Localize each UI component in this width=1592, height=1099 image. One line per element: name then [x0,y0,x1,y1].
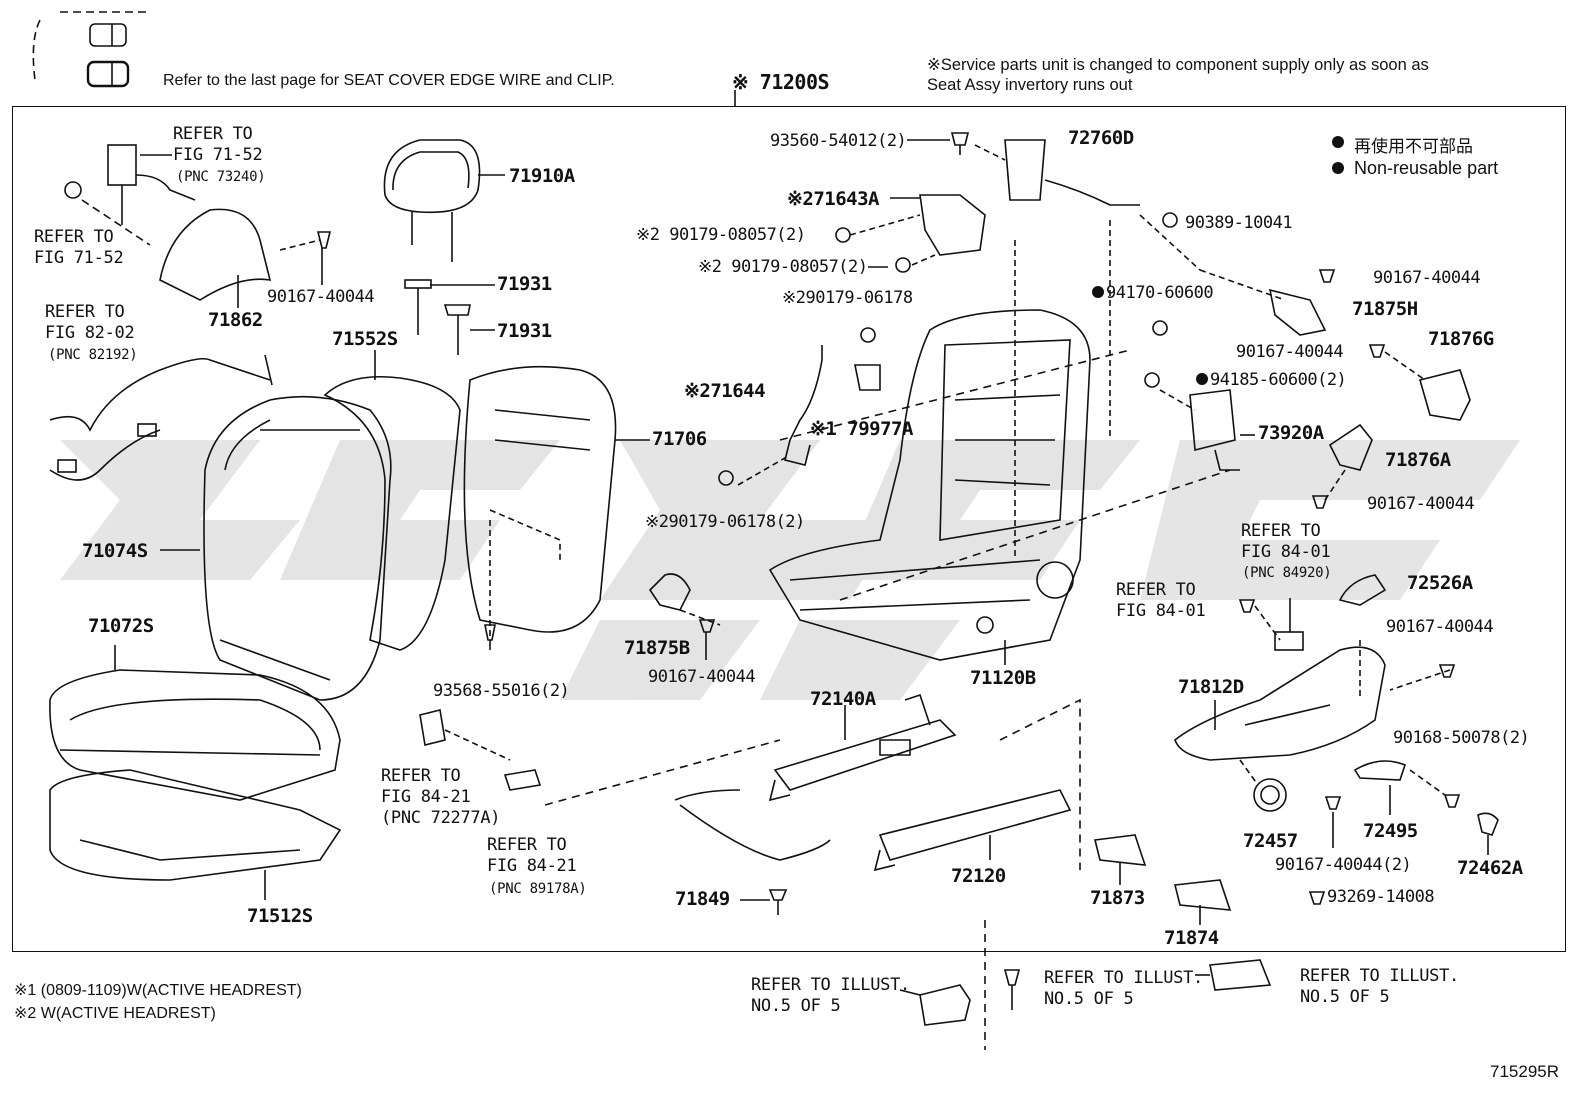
part-71849: 71849 [675,888,730,910]
part-90179-08057-a: ※2 90179-08057(2) [636,225,806,245]
part-71644: ※271644 [684,380,766,402]
part-71120B: 71120B [970,667,1036,689]
ref-fig-84-21-a-pnc: (PNC 72277A) [381,808,501,828]
part-90167-g: 90167-40044(2) [1275,855,1412,875]
part-90167-b: 90167-40044 [648,667,756,687]
ref-illust-1: REFER TO ILLUST. NO.5 OF 5 [751,975,910,1016]
part-90168: 90168-50078(2) [1393,728,1530,748]
part-71873: 71873 [1090,887,1145,909]
ref-fig-84-01-b: REFER TO FIG 84-01 [1116,580,1206,621]
part-93568: 93568-55016(2) [433,681,570,701]
ref-fig-84-01-a-pnc: (PNC 84920) [1242,565,1332,581]
ref-fig-82-02-pnc: (PNC 82192) [48,347,138,363]
ref-fig-71-52-a-pnc: (PNC 73240) [176,169,266,185]
part-90167-d: 90167-40044 [1236,342,1344,362]
part-71072S: 71072S [88,615,154,637]
ref-illust-2: REFER TO ILLUST. NO.5 OF 5 [1044,968,1203,1009]
refer-note: Refer to the last page for SEAT COVER ED… [163,72,615,89]
part-72760D: 72760D [1068,127,1134,149]
ref-fig-84-21-b-pnc: (PNC 89178A) [489,881,587,897]
part-72140A: 72140A [810,688,876,710]
part-90167-f: 90167-40044 [1386,617,1494,637]
part-71706: 71706 [652,428,707,450]
part-94170: 94170-60600 [1106,283,1214,303]
part-72120: 72120 [951,865,1006,887]
part-71512S: 71512S [247,905,313,927]
ref-illust-3: REFER TO ILLUST. NO.5 OF 5 [1300,966,1459,1007]
part-72495: 72495 [1363,820,1418,842]
part-71812D: 71812D [1178,676,1244,698]
part-90167-a: 90167-40044 [267,287,375,307]
part-71552S: 71552S [332,328,398,350]
part-71876G: 71876G [1428,328,1494,350]
part-71874: 71874 [1164,927,1219,949]
part-93560: 93560-54012(2) [770,131,907,151]
part-94185: 94185-60600(2) [1210,370,1347,390]
ref-fig-84-21-a: REFER TO FIG 84-21 [381,766,471,807]
part-90167-e: 90167-40044 [1367,494,1475,514]
part-73920A: 73920A [1258,422,1324,444]
part-79977A: ※1 79977A [810,418,913,440]
part-71862: 71862 [208,309,263,331]
legend-item-jp: 再使用不可部品 [1354,137,1473,156]
part-71931-upper: 71931 [497,273,552,295]
part-72457: 72457 [1243,830,1298,852]
part-90167-c: 90167-40044 [1373,268,1481,288]
figure-id: 715295R [1490,1062,1560,1081]
footnote-2: ※2 W(ACTIVE HEADREST) [14,1005,216,1022]
part-72462A: 72462A [1457,857,1523,879]
part-71931-lower: 71931 [497,320,552,342]
diagram-frame [12,106,1566,952]
part-90179-08057-b: ※2 90179-08057(2) [698,257,868,277]
service-note-line1: ※Service parts unit is changed to compon… [927,56,1429,74]
part-90179-06178-b: ※290179-06178(2) [645,512,805,532]
service-note-line2: Seat Assy invertory runs out [927,76,1133,94]
ref-fig-71-52-a: REFER TO FIG 71-52 [173,124,263,165]
part-71643A: ※271643A [787,188,880,210]
ref-fig-71-52-b: REFER TO FIG 71-52 [34,227,124,268]
part-71876A: 71876A [1385,449,1451,471]
part-71875B: 71875B [624,637,690,659]
assy-label: ※ 71200S [732,70,830,94]
ref-fig-82-02: REFER TO FIG 82-02 [45,302,135,343]
part-71875H: 71875H [1352,298,1418,320]
part-71910A: 71910A [509,165,575,187]
part-71074S: 71074S [82,540,148,562]
part-90179-06178: ※290179-06178 [782,288,913,308]
footnote-1: ※1 (0809-1109)W(ACTIVE HEADREST) [14,982,302,999]
part-72526A: 72526A [1407,572,1473,594]
part-90389: 90389-10041 [1185,213,1293,233]
legend-item-en: Non-reusable part [1354,158,1499,178]
ref-fig-84-21-b: REFER TO FIG 84-21 [487,835,577,876]
ref-fig-84-01-a: REFER TO FIG 84-01 [1241,521,1331,562]
part-93269: 93269-14008 [1327,887,1435,907]
